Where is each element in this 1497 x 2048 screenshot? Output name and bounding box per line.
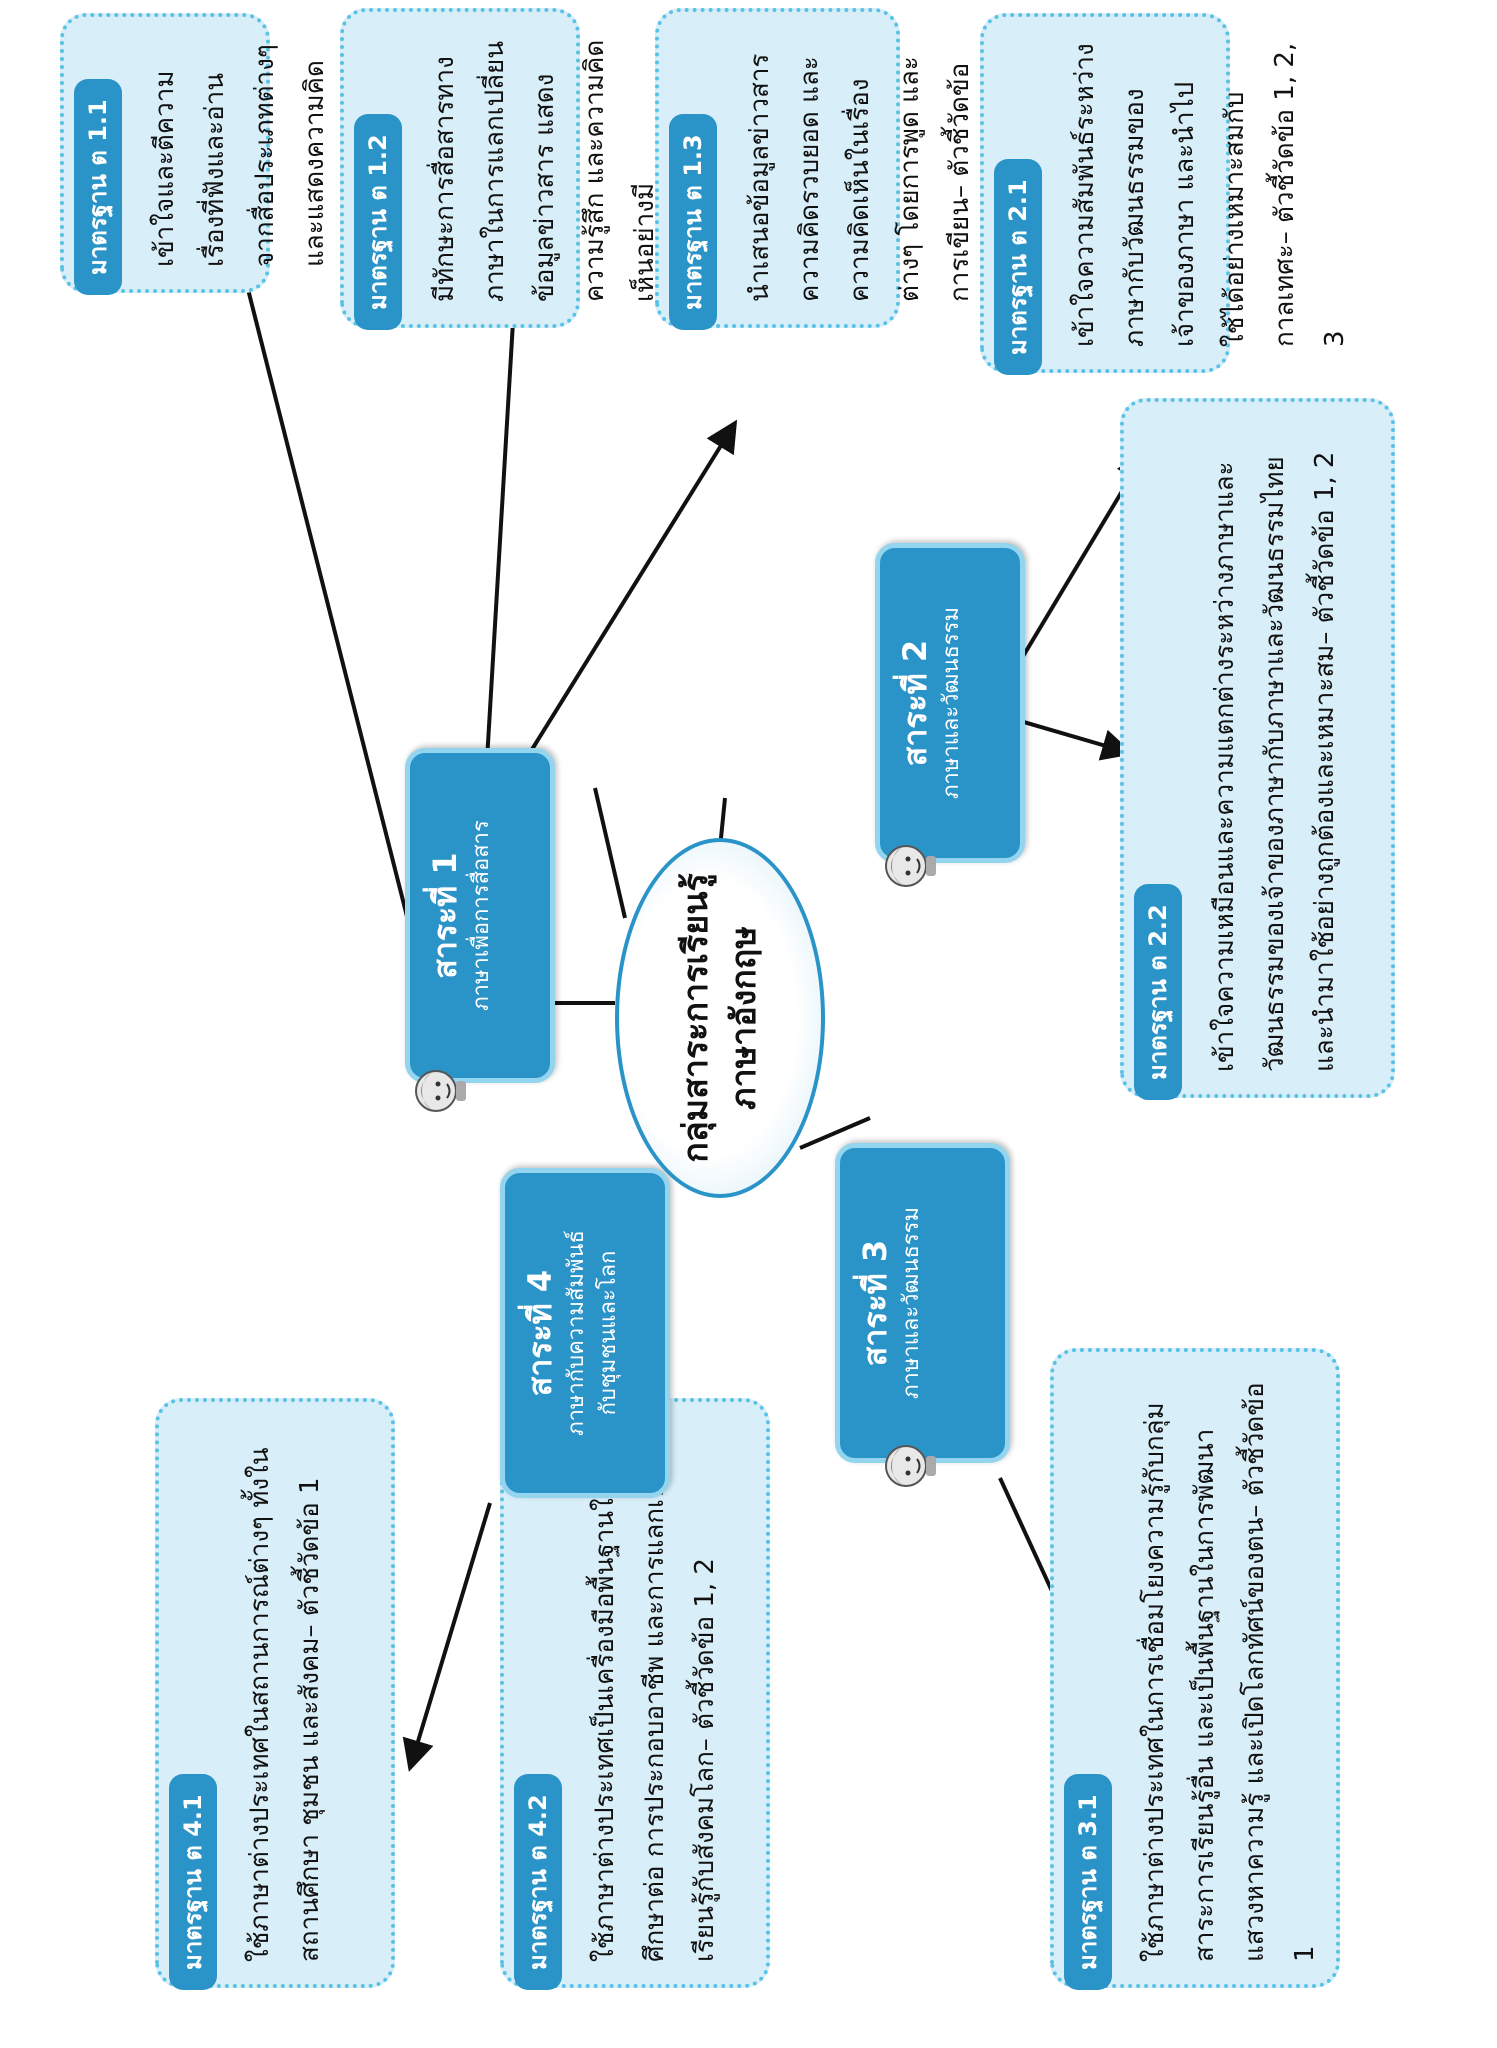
standard-box-1-2: มาตรฐาน ต 1.2 มีทักษะการสื่อสารทางภาษาใน… [340, 8, 760, 330]
standard-text: ใช้ภาษาต่างประเทศในสถานการณ์ต่างๆ ทั้งใน… [245, 1447, 325, 1962]
topic-3: สาระที่ 3 ภาษาและวัฒนธรรม [835, 1143, 1010, 1463]
topic-subtitle: ภาษาเพื่อการสื่อสาร [469, 820, 494, 1011]
child-head-icon [415, 1070, 466, 1112]
topic-subtitle: กับชุมชนและโลก [596, 1250, 621, 1416]
topic-title: สาระที่ 3 [856, 1239, 894, 1367]
center-ellipse: กลุ่มสาระการเรียนรู้ ภาษาอังกฤษ [615, 838, 825, 1198]
child-head-icon [885, 1445, 936, 1487]
topic-title: สาระที่ 2 [896, 639, 934, 767]
topic-subtitle: ภาษากับความสัมพันธ์ [564, 1230, 589, 1436]
standard-box-1-1: มาตรฐาน ต 1.1 เข้าใจและตีความเรื่องที่ฟั… [60, 13, 480, 295]
child-head-icon [885, 845, 936, 887]
standard-tag: มาตรฐาน ต 1.1 [74, 79, 122, 295]
standard-text: เข้าใจความสัมพันธ์ระหว่างภาษากับวัฒนธรรม… [1070, 42, 1350, 347]
standard-tag: มาตรฐาน ต 2.1 [994, 159, 1042, 375]
topic-subtitle: ภาษาและวัฒนธรรม [939, 606, 964, 800]
standard-text: เข้าใจความเหมือนและความแตกต่างระหว่างภาษ… [1210, 451, 1340, 1072]
standard-tag: มาตรฐาน ต 1.3 [669, 114, 717, 330]
standard-tag: มาตรฐาน ต 4.2 [514, 1774, 562, 1990]
standard-text: ใช้ภาษาต่างประเทศเป็นเครื่องมือพื้นฐานใน… [590, 1433, 720, 1962]
standard-tag: มาตรฐาน ต 1.2 [354, 114, 402, 330]
topic-1: สาระที่ 1 ภาษาเพื่อการสื่อสาร [405, 748, 555, 1083]
standard-box-2-2: มาตรฐาน ต 2.2 เข้าใจความเหมือนและความแตก… [1120, 398, 1395, 1100]
center-title: กลุ่มสาระการเรียนรู้ [676, 873, 716, 1163]
standard-box-1-3: มาตรฐาน ต 1.3 นำเสนอข้อมูลข่าวสาร ความคิ… [655, 8, 1025, 330]
standard-text: ใช้ภาษาต่างประเทศในการเชื่อมโยงความรู้กั… [1140, 1382, 1320, 1962]
standard-box-3-1: มาตรฐาน ต 3.1 ใช้ภาษาต่างประเทศในการเชื่… [1050, 1348, 1340, 1990]
standard-tag: มาตรฐาน ต 2.2 [1134, 884, 1182, 1100]
topic-4: สาระที่ 4 ภาษากับความสัมพันธ์ กับชุมชนแล… [500, 1168, 670, 1498]
standard-tag: มาตรฐาน ต 4.1 [169, 1774, 217, 1990]
standard-box-2-1: มาตรฐาน ต 2.1 เข้าใจความสัมพันธ์ระหว่างภ… [980, 13, 1350, 375]
standard-box-4-1: มาตรฐาน ต 4.1 ใช้ภาษาต่างประเทศในสถานการ… [155, 1398, 395, 1990]
center-subtitle: ภาษาอังกฤษ [724, 926, 764, 1110]
topic-title: สาระที่ 1 [426, 852, 464, 979]
topic-subtitle: ภาษาและวัฒนธรรม [899, 1206, 924, 1400]
topic-title: สาระที่ 4 [521, 1269, 559, 1397]
topic-2: สาระที่ 2 ภาษาและวัฒนธรรม [875, 543, 1025, 863]
standard-tag: มาตรฐาน ต 3.1 [1064, 1774, 1112, 1990]
